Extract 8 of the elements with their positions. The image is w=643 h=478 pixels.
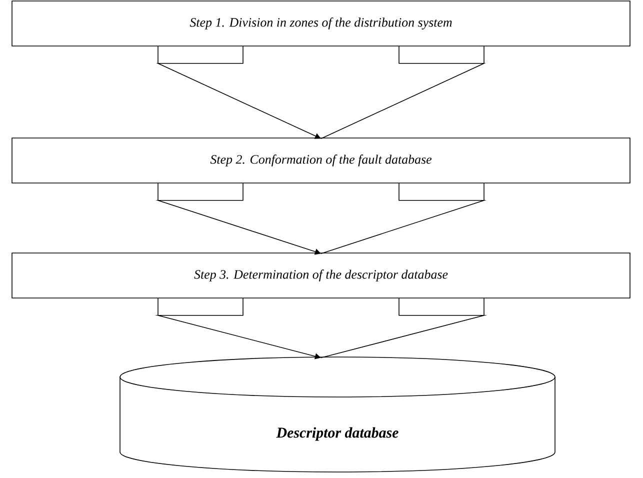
block-arrow [156,46,486,139]
step-box: Step 2. Conformation of the fault database [12,138,630,184]
block-arrow [156,183,486,255]
database-cylinder: Descriptor database [120,356,556,472]
block-arrow [154,298,488,360]
step-box: Step 1. Division in zones of the distribution system [12,0,630,46]
step-box: Step 3. Determination of the descriptor database [12,252,630,298]
node-label: Descriptor database [276,427,398,441]
